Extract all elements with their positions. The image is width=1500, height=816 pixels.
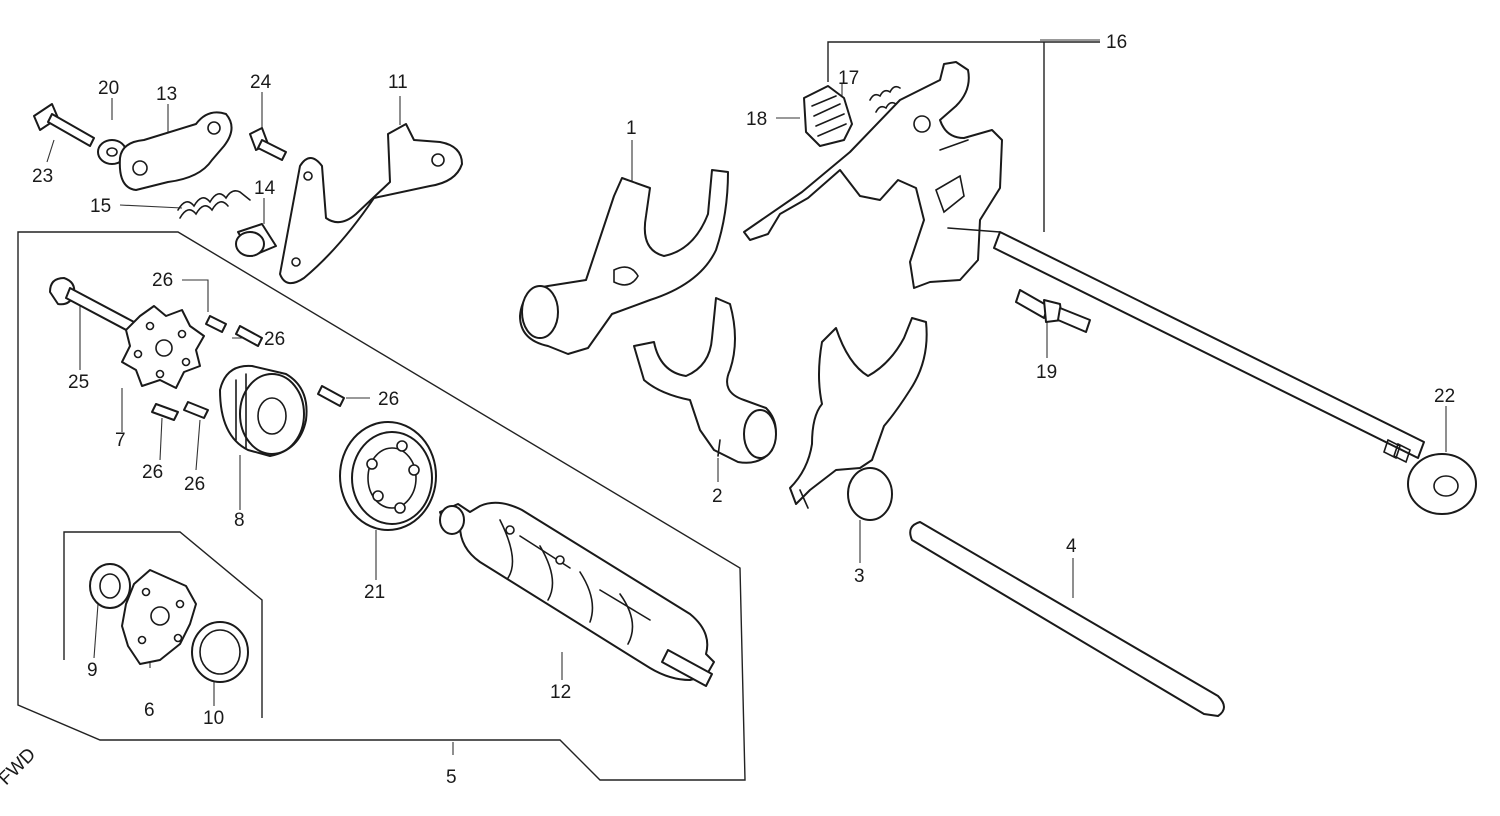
- star-plate-7: [121, 305, 205, 389]
- callout-5: 5: [446, 767, 457, 788]
- callout-26-right: 26: [264, 329, 285, 350]
- callout-labels: 1 2 3 4 5 6 7 8 9 10 11 12 13 14 15 16 1…: [0, 32, 1455, 790]
- callout-7: 7: [115, 430, 126, 451]
- callout-20: 20: [98, 78, 119, 99]
- spring-15: [177, 190, 251, 219]
- callout-18: 18: [746, 109, 767, 130]
- callout-17: 17: [838, 68, 859, 89]
- callout-13: 13: [156, 84, 177, 105]
- gearshift-arm-16: [743, 61, 1003, 289]
- pin-19: [1015, 289, 1091, 333]
- callout-1: 1: [626, 118, 637, 139]
- callout-16: 16: [1106, 32, 1127, 53]
- stopper-arm-13: [118, 111, 233, 191]
- ring-10: [191, 621, 249, 683]
- bearing-21: [339, 421, 437, 531]
- callout-3: 3: [854, 566, 865, 587]
- callout-21: 21: [364, 582, 385, 603]
- callout-4: 4: [1066, 536, 1077, 557]
- forward-arrow-label: FWD: [0, 744, 40, 789]
- callout-25: 25: [68, 372, 89, 393]
- collar-14: [235, 223, 277, 257]
- callout-26-far-right: 26: [378, 389, 399, 410]
- callout-19: 19: [1036, 362, 1057, 383]
- shift-arm-11: [279, 123, 463, 285]
- gearshift-spindle-shaft: [993, 231, 1425, 464]
- seal-9: [89, 563, 131, 609]
- callout-14: 14: [254, 178, 276, 199]
- callout-10: 10: [203, 708, 224, 729]
- callout-22: 22: [1434, 386, 1455, 407]
- callout-2: 2: [712, 486, 723, 507]
- callout-26-bottom-right: 26: [184, 474, 205, 495]
- bolt-25: [49, 277, 135, 333]
- callout-9: 9: [87, 660, 98, 681]
- shift-fork-1: [519, 169, 729, 355]
- callout-6: 6: [144, 700, 155, 721]
- assembly-5-frame: [17, 231, 746, 781]
- callout-11: 11: [388, 72, 408, 93]
- callout-8: 8: [234, 510, 245, 531]
- shift-drum-12: [439, 501, 715, 687]
- pins-26: [151, 315, 345, 421]
- plate-6: [121, 569, 197, 665]
- callout-26-bottom-left: 26: [142, 462, 163, 483]
- callout-24: 24: [250, 72, 272, 93]
- assembly-16-bracket: [827, 41, 1100, 232]
- callout-23: 23: [32, 166, 53, 187]
- callout-15: 15: [90, 196, 111, 217]
- callout-12: 12: [550, 682, 571, 703]
- shift-fork-3: [789, 317, 928, 521]
- shift-fork-2: [633, 297, 777, 464]
- oil-seal-22: [1407, 453, 1477, 515]
- assembly-6-9-10-frame: [63, 531, 263, 718]
- fork-shaft-4: [909, 521, 1225, 717]
- spring-17: [869, 85, 901, 113]
- bolt-23: [33, 103, 95, 147]
- collar-18: [803, 85, 853, 147]
- bolt-24: [249, 127, 287, 161]
- callout-26-top: 26: [152, 270, 173, 291]
- drum-center-8: [219, 364, 308, 457]
